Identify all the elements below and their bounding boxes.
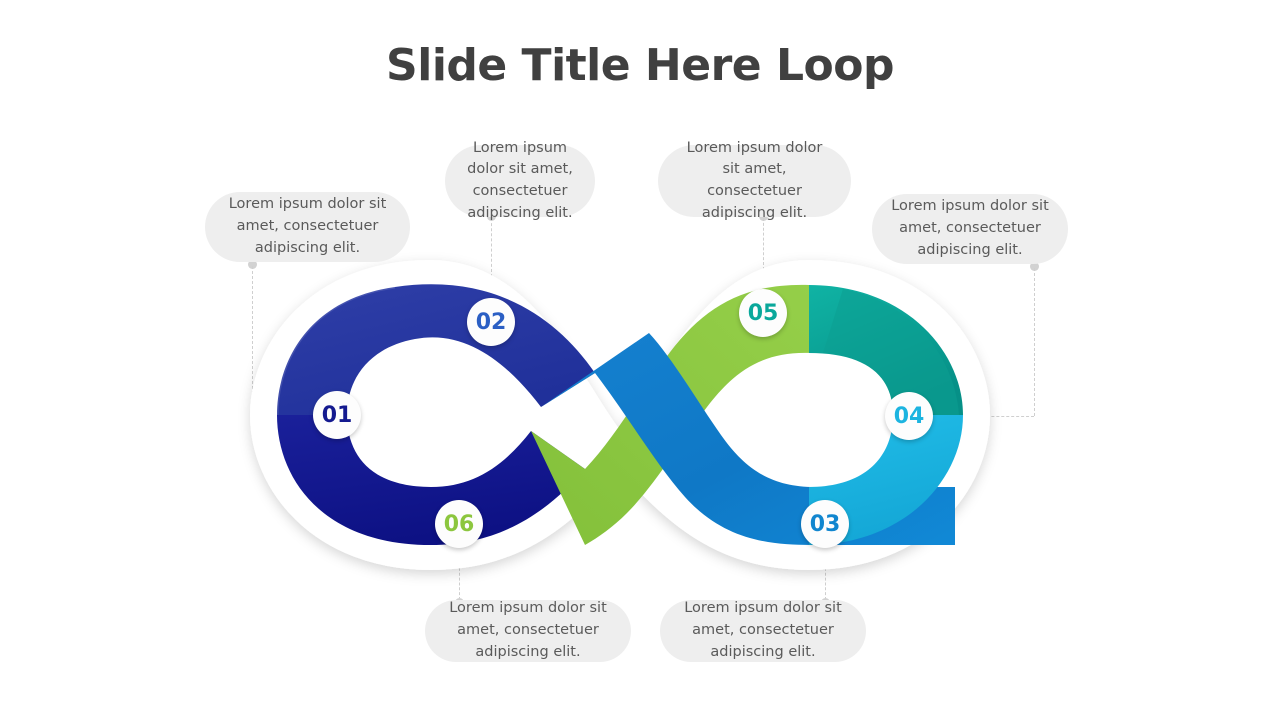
- step-number-03: 03: [809, 511, 841, 537]
- step-number-04: 04: [893, 403, 925, 429]
- callout-text-05: Lorem ipsum dolor sit amet, consectetuer…: [686, 139, 823, 221]
- connector-dot-01: [248, 260, 257, 269]
- segment-01-navy-lower: [277, 415, 585, 545]
- connector-line-04-vertical: [1034, 268, 1035, 416]
- callout-text-04: Lorem ipsum dolor sit amet, consectetuer…: [891, 198, 1049, 258]
- step-number-02: 02: [475, 309, 507, 335]
- segment-04-cyan-lower: [809, 415, 963, 545]
- connector-line-01-vertical: [252, 266, 253, 414]
- callout-text-01: Lorem ipsum dolor sit amet, consectetuer…: [228, 196, 387, 256]
- callout-text-03: Lorem ipsum dolor sit amet, consectetuer…: [684, 600, 842, 660]
- step-badge-04[interactable]: 04: [885, 392, 933, 440]
- segment-02-navy-upper: [277, 284, 595, 415]
- callout-text-02: Lorem ipsum dolor sit amet, consectetuer…: [467, 139, 573, 221]
- callout-step-05[interactable]: Lorem ipsum dolor sit amet, consectetuer…: [658, 140, 851, 221]
- step-number-06: 06: [443, 511, 475, 537]
- callout-step-02[interactable]: Lorem ipsum dolor sit amet, consectetuer…: [445, 140, 595, 221]
- callout-step-03[interactable]: Lorem ipsum dolor sit amet, consectetuer…: [660, 600, 866, 662]
- step-badge-03[interactable]: 03: [801, 500, 849, 548]
- connector-dot-04: [1030, 262, 1039, 271]
- ribbon-highlight-left: [275, 285, 396, 416]
- step-number-05: 05: [747, 300, 779, 326]
- callout-step-06[interactable]: Lorem ipsum dolor sit amet, consectetuer…: [425, 600, 631, 662]
- callout-step-04[interactable]: Lorem ipsum dolor sit amet, consectetuer…: [872, 194, 1068, 264]
- page-title: Slide Title Here Loop: [386, 40, 894, 91]
- step-badge-06[interactable]: 06: [435, 500, 483, 548]
- step-badge-02[interactable]: 02: [467, 298, 515, 346]
- infinity-loop-graphic: [250, 255, 990, 575]
- callout-text-06: Lorem ipsum dolor sit amet, consectetuer…: [449, 600, 607, 660]
- connector-line-02-vertical: [491, 218, 492, 323]
- step-badge-01[interactable]: 01: [313, 391, 361, 439]
- step-badge-05[interactable]: 05: [739, 289, 787, 337]
- step-number-01: 01: [321, 402, 353, 428]
- callout-step-01[interactable]: Lorem ipsum dolor sit amet, consectetuer…: [205, 192, 410, 262]
- segment-05-teal-inner-shade: [823, 289, 959, 415]
- connector-line-05-vertical: [763, 218, 764, 314]
